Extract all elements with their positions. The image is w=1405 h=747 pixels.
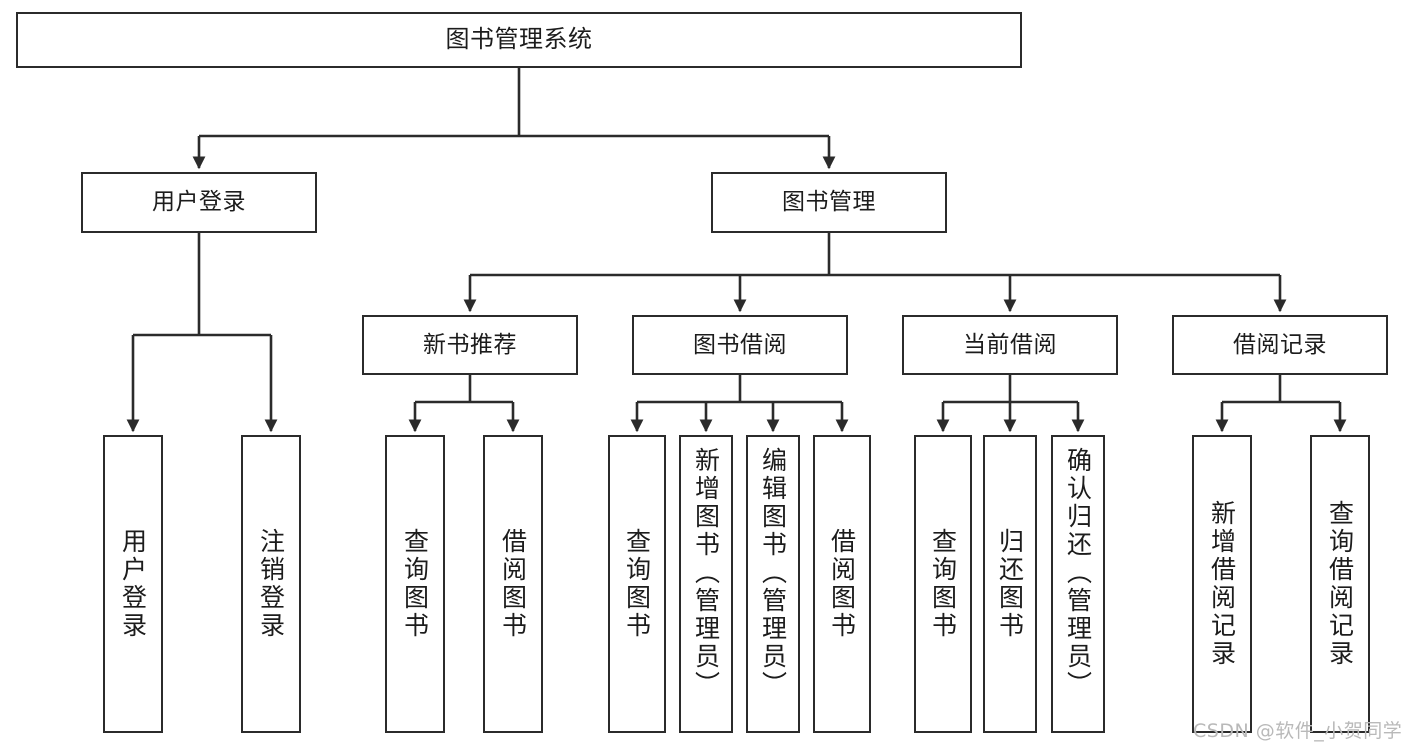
node-label: 用户登录 [118,528,148,640]
leaf-borrow-book-recommend[interactable]: 借阅图书 [483,435,543,733]
node-label: 借阅图书 [498,528,528,640]
leaf-query-borrow-record[interactable]: 查询借阅记录 [1310,435,1370,733]
leaf-query-book-borrow[interactable]: 查询图书 [608,435,666,733]
node-label: 图书管理系统 [445,25,593,54]
node-label: 查询图书 [400,528,430,640]
node-book-borrow[interactable]: 图书借阅 [632,315,848,375]
node-label: 借阅记录 [1233,331,1327,358]
leaf-add-borrow-record[interactable]: 新增借阅记录 [1192,435,1252,733]
leaf-query-book-recommend[interactable]: 查询图书 [385,435,445,733]
node-new-book-recommend[interactable]: 新书推荐 [362,315,578,375]
node-label: 查询图书 [928,528,958,640]
node-label: 图书借阅 [693,331,787,358]
node-label: 用户登录 [152,189,246,216]
node-label: 借阅图书 [827,528,857,640]
leaf-borrow-book[interactable]: 借阅图书 [813,435,871,733]
leaf-add-book-admin[interactable]: 新增图书（管理员） [679,435,733,733]
leaf-edit-book-admin[interactable]: 编辑图书（管理员） [746,435,800,733]
leaf-query-book-current[interactable]: 查询图书 [914,435,972,733]
leaf-user-login[interactable]: 用户登录 [103,435,163,733]
node-book-management[interactable]: 图书管理 [711,172,947,233]
node-label: 新增图书（管理员） [691,447,721,699]
leaf-user-logout[interactable]: 注销登录 [241,435,301,733]
node-label: 归还图书 [995,528,1025,640]
node-user-login[interactable]: 用户登录 [81,172,317,233]
node-label: 注销登录 [256,528,286,640]
node-label: 查询借阅记录 [1325,500,1355,668]
node-borrow-record[interactable]: 借阅记录 [1172,315,1388,375]
node-current-borrow[interactable]: 当前借阅 [902,315,1118,375]
node-label: 当前借阅 [963,331,1057,358]
node-label: 新书推荐 [423,331,517,358]
node-root-system[interactable]: 图书管理系统 [16,12,1022,68]
node-label: 编辑图书（管理员） [758,447,788,699]
node-label: 查询图书 [622,528,652,640]
watermark: CSDN @软件_小贺同学 [1193,720,1403,742]
node-label: 新增借阅记录 [1207,500,1237,668]
leaf-confirm-return-admin[interactable]: 确认归还（管理员） [1051,435,1105,733]
node-label: 确认归还（管理员） [1063,447,1093,699]
node-label: 图书管理 [782,189,876,216]
leaf-return-book[interactable]: 归还图书 [983,435,1037,733]
